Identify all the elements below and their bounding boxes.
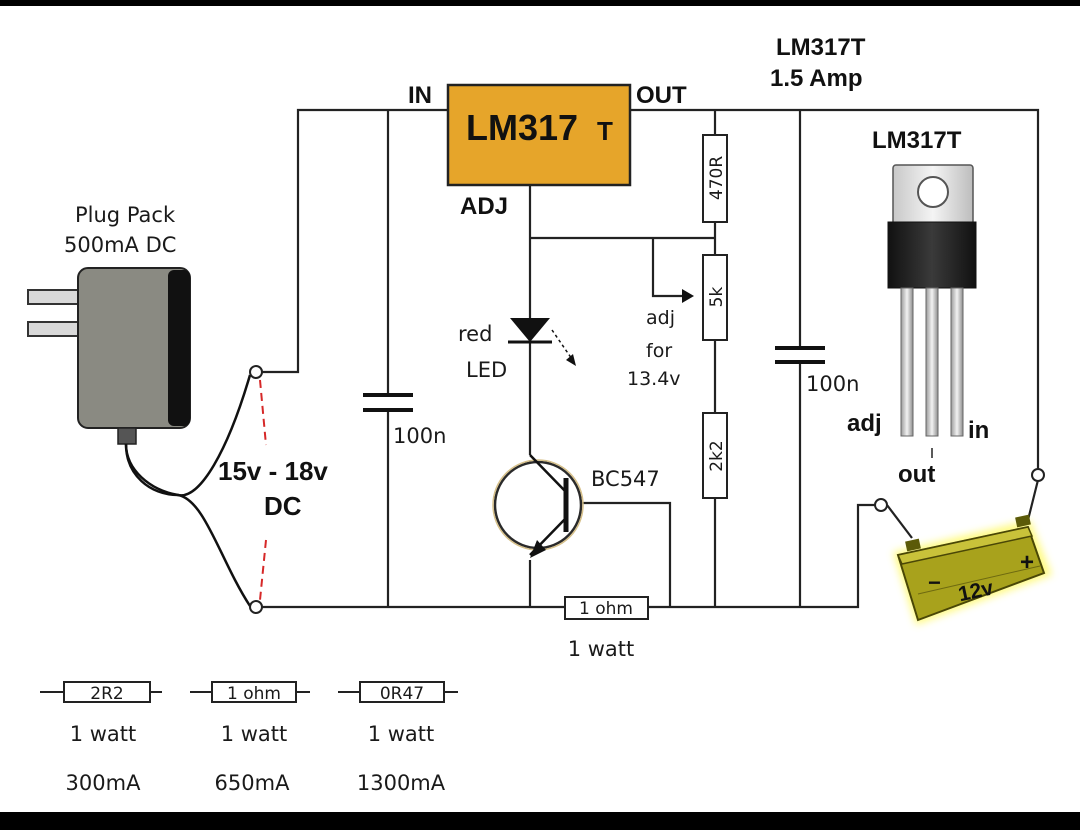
- pot-note-line1: adj: [646, 307, 675, 329]
- transistor-label: BC547: [591, 467, 660, 491]
- legend-current: 300mA: [66, 771, 142, 795]
- legend-item-1ohm: 1 ohm 1 watt 650mA: [190, 681, 310, 795]
- legend-current: 650mA: [215, 771, 291, 795]
- legend-item-2r2: 2R2 1 watt 300mA: [40, 681, 162, 795]
- supply-voltage-line2: DC: [264, 491, 302, 521]
- bc547-transistor: BC547: [492, 454, 660, 558]
- lm317-regulator: LM317 T IN OUT ADJ: [408, 82, 687, 220]
- legend-resistor-watt: 1 watt: [70, 722, 137, 746]
- red-led: red LED: [458, 318, 576, 382]
- pot-adjust-note: adj for 13.4v: [627, 307, 681, 390]
- package-pin-out: out: [898, 461, 935, 488]
- sense-resistor: 1 ohm 1 watt: [564, 596, 649, 661]
- led-label-line2: LED: [466, 358, 507, 382]
- legend-resistor-watt: 1 watt: [368, 722, 435, 746]
- package-pin-in: in: [968, 417, 989, 444]
- output-capacitor: 100n: [775, 346, 859, 396]
- resistor-470r-label: 470R: [707, 156, 727, 200]
- heading-rating: 1.5 Amp: [770, 65, 862, 92]
- pot-note-line3: 13.4v: [627, 368, 681, 390]
- supply-terminals: 15v - 18v DC: [218, 365, 328, 614]
- regulator-suffix: T: [597, 116, 613, 146]
- regulator-label: LM317: [466, 107, 578, 148]
- circuit-diagram: LM317 T IN OUT ADJ LM317T 1.5 Amp Plug P…: [27, 34, 1052, 795]
- potentiometer-label: 5k: [707, 287, 727, 308]
- current-limit-legend: 2R2 1 watt 300mA 1 ohm 1 watt 650mA 0R47…: [40, 681, 458, 795]
- legend-resistor-watt: 1 watt: [221, 722, 288, 746]
- battery-plus-sign: +: [1020, 549, 1034, 576]
- supply-voltage-line1: 15v - 18v: [218, 456, 328, 486]
- battery-minus-sign: −: [928, 570, 941, 595]
- input-capacitor-label: 100n: [393, 424, 446, 448]
- legend-item-0r47: 0R47 1 watt 1300mA: [338, 681, 458, 795]
- plug-pack-line1: Plug Pack: [75, 203, 176, 227]
- pot-note-line2: for: [646, 340, 672, 362]
- sense-resistor-label: 1 ohm: [579, 599, 633, 619]
- output-terminal-negative: [874, 498, 888, 512]
- output-terminal-positive: [1031, 468, 1045, 482]
- package-pin-adj: adj: [847, 410, 882, 437]
- led-label-line1: red: [458, 322, 492, 346]
- legend-resistor-value: 2R2: [90, 684, 123, 704]
- pin-out-label: OUT: [636, 82, 687, 109]
- pin-adj-label: ADJ: [460, 193, 508, 220]
- input-capacitor: 100n: [363, 393, 446, 448]
- package-title: LM317T: [872, 127, 962, 154]
- output-capacitor-label: 100n: [806, 372, 859, 396]
- wiring: [258, 108, 1040, 609]
- plug-pack-line2: 500mA DC: [64, 233, 176, 257]
- frame-bottom-bar: [0, 812, 1080, 830]
- frame-top-bar: [0, 0, 1080, 6]
- resistor-470r: 470R: [702, 134, 728, 223]
- sense-resistor-watt: 1 watt: [568, 637, 635, 661]
- 12v-battery: 12v − +: [893, 514, 1052, 625]
- heading-part: LM317T: [776, 34, 866, 61]
- legend-resistor-value: 0R47: [380, 684, 424, 704]
- pin-in-label: IN: [408, 82, 432, 109]
- lm317t-package: LM317T adj in out: [847, 127, 989, 488]
- plug-pack-adapter: Plug Pack 500mA DC: [27, 203, 252, 607]
- potentiometer-5k: 5k: [702, 254, 728, 341]
- legend-current: 1300mA: [357, 771, 446, 795]
- resistor-2k2: 2k2: [702, 412, 728, 499]
- resistor-2k2-label: 2k2: [707, 440, 727, 471]
- legend-resistor-value: 1 ohm: [227, 684, 281, 704]
